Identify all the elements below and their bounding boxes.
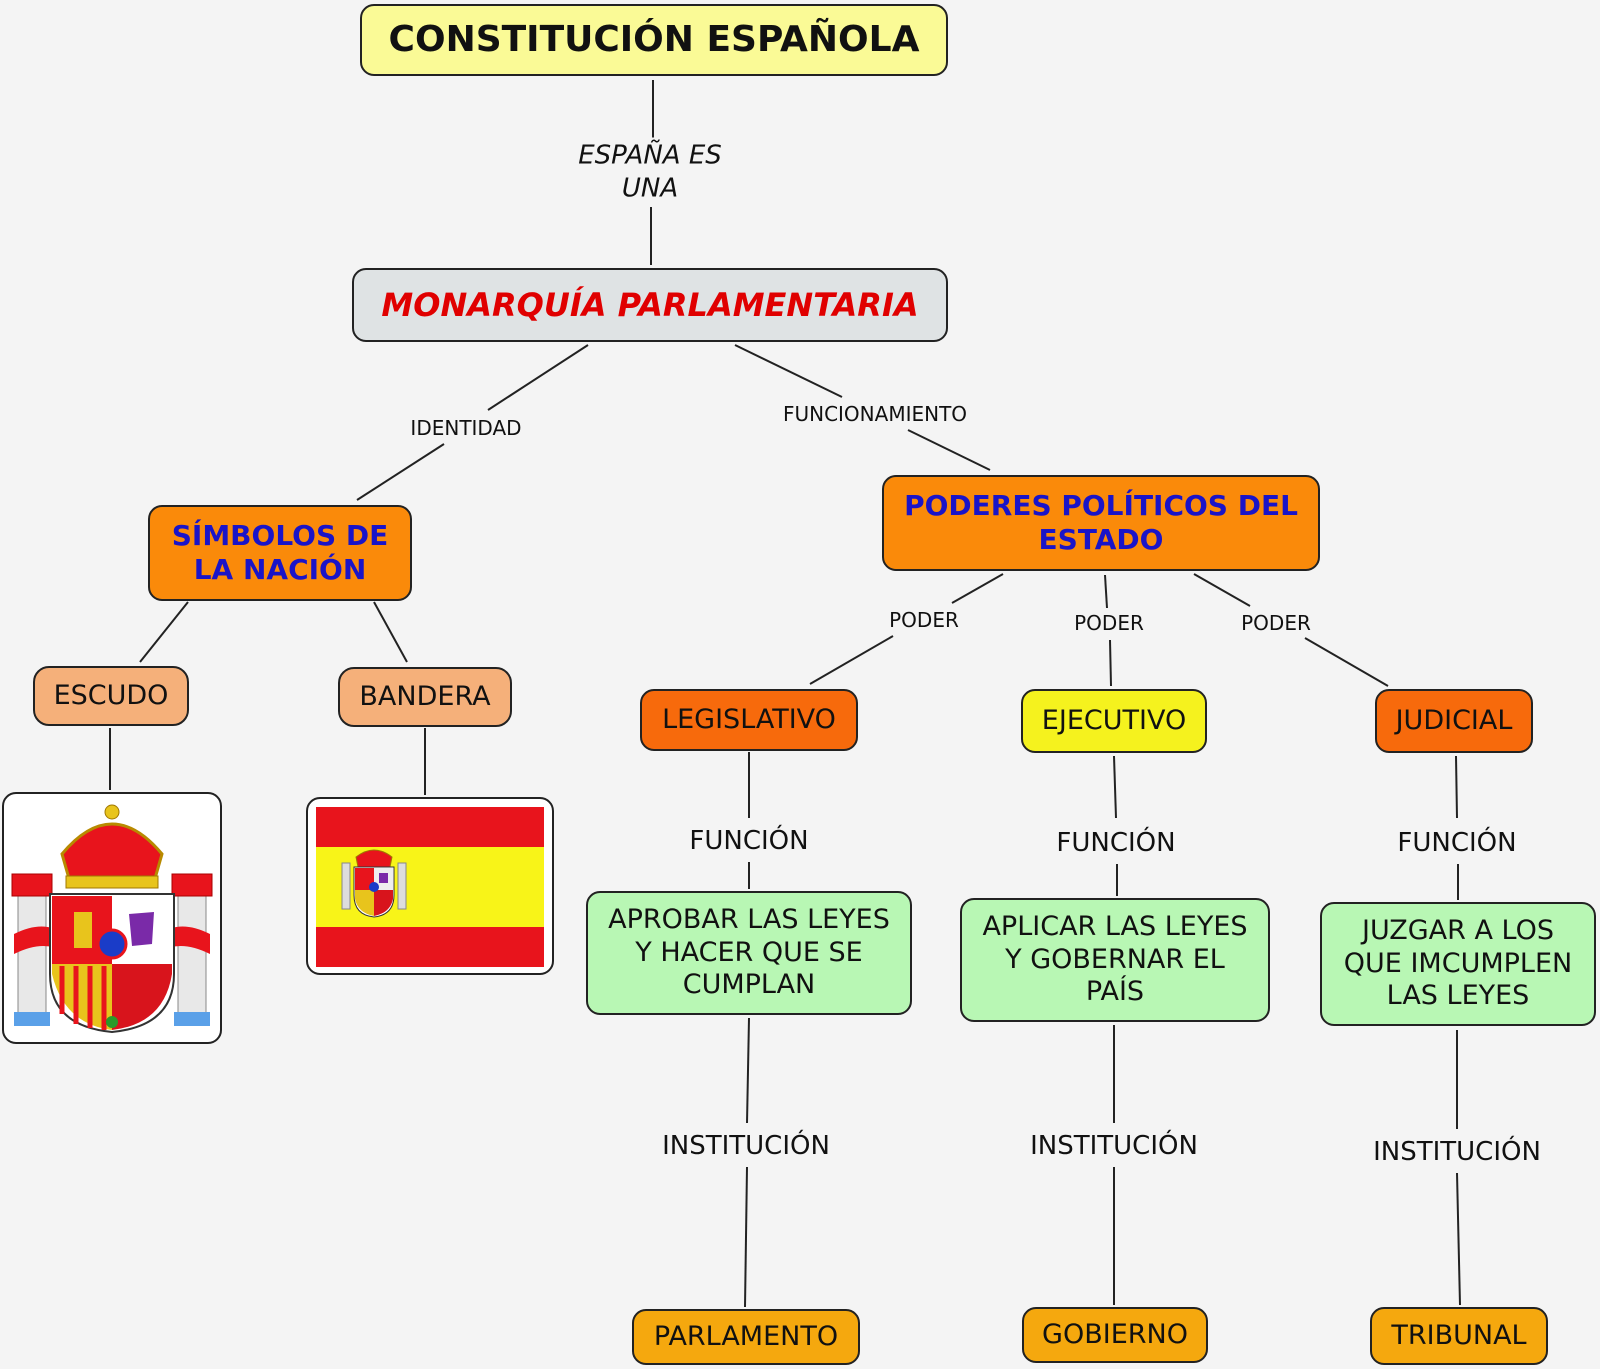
institution-node-tribunal: TRIBUNAL: [1370, 1307, 1548, 1365]
institution-node-parlamento: PARLAMENTO: [632, 1309, 860, 1365]
powers-text: PODERES POLÍTICOS DEL ESTADO: [904, 489, 1298, 556]
link-label-funcion-legislativo: FUNCIÓN: [685, 824, 813, 858]
branch-ejecutivo-text: EJECUTIVO: [1041, 704, 1187, 736]
escudo-text: ESCUDO: [53, 679, 169, 711]
institution-tribunal-text: TRIBUNAL: [1391, 1319, 1527, 1351]
function-ejecutivo-text: APLICAR LAS LEYES Y GOBERNAR EL PAÍS: [982, 911, 1248, 1008]
link-label-poder-legislativo: PODER: [885, 606, 963, 634]
symbols-text: SÍMBOLOS DE LA NACIÓN: [171, 519, 389, 586]
powers-node: PODERES POLÍTICOS DEL ESTADO: [882, 475, 1320, 571]
function-node-legislativo: APROBAR LAS LEYES Y HACER QUE SE CUMPLAN: [586, 891, 912, 1015]
branch-node-judicial: JUDICIAL: [1375, 689, 1533, 753]
function-legislativo-text: APROBAR LAS LEYES Y HACER QUE SE CUMPLAN: [608, 904, 890, 1001]
institution-node-gobierno: GOBIERNO: [1022, 1307, 1208, 1363]
title-text: CONSTITUCIÓN ESPAÑOLA: [388, 19, 920, 61]
link-label-espana-es-una: ESPAÑA ES UNA: [574, 137, 726, 207]
bandera-text: BANDERA: [359, 680, 491, 712]
branch-judicial-text: JUDICIAL: [1395, 704, 1513, 736]
link-label-institucion-legislativo: INSTITUCIÓN: [658, 1129, 834, 1163]
link-label-identidad: IDENTIDAD: [406, 414, 526, 442]
institution-gobierno-text: GOBIERNO: [1042, 1318, 1188, 1350]
monarchy-node: MONARQUÍA PARLAMENTARIA: [352, 268, 948, 342]
branch-node-legislativo: LEGISLATIVO: [640, 689, 858, 751]
link-label-poder-ejecutivo: PODER: [1070, 609, 1148, 637]
function-node-judicial: JUZGAR A LOS QUE IMCUMPLEN LAS LEYES: [1320, 902, 1596, 1026]
link-label-poder-judicial: PODER: [1237, 609, 1315, 637]
title-node: CONSTITUCIÓN ESPAÑOLA: [360, 4, 948, 76]
monarchy-text: MONARQUÍA PARLAMENTARIA: [381, 285, 919, 324]
bandera-node: BANDERA: [338, 667, 512, 727]
link-label-funcion-ejecutivo: FUNCIÓN: [1052, 826, 1180, 860]
link-label-funcionamiento: FUNCIONAMIENTO: [778, 400, 972, 428]
institution-parlamento-text: PARLAMENTO: [653, 1320, 839, 1352]
link-label-funcion-judicial: FUNCIÓN: [1393, 826, 1521, 860]
link-label-institucion-judicial: INSTITUCIÓN: [1369, 1135, 1545, 1169]
branch-node-ejecutivo: EJECUTIVO: [1021, 689, 1207, 753]
function-node-ejecutivo: APLICAR LAS LEYES Y GOBERNAR EL PAÍS: [960, 898, 1270, 1022]
coat-of-arms-icon: [11, 804, 213, 1034]
spain-flag-icon: [316, 807, 544, 967]
coat-of-arms-image: [2, 792, 222, 1044]
flag-image: [306, 797, 554, 975]
function-judicial-text: JUZGAR A LOS QUE IMCUMPLEN LAS LEYES: [1343, 915, 1573, 1012]
escudo-node: ESCUDO: [33, 666, 189, 726]
symbols-node: SÍMBOLOS DE LA NACIÓN: [148, 505, 412, 601]
link-label-institucion-ejecutivo: INSTITUCIÓN: [1026, 1129, 1202, 1163]
branch-legislativo-text: LEGISLATIVO: [662, 703, 836, 735]
